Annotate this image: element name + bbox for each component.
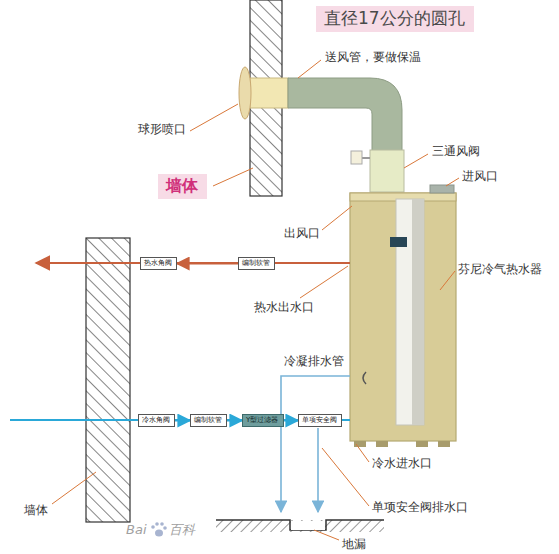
safety-drain-pipe — [317, 428, 319, 512]
leader-line — [322, 448, 369, 506]
leader-line — [314, 530, 339, 540]
valve-actuator — [351, 151, 362, 164]
wall-label: 墙体 — [24, 503, 48, 517]
node-text: Y型过滤器 — [246, 416, 280, 424]
ball-nozzle — [239, 67, 251, 119]
watermark: Bai — [126, 522, 147, 538]
part-label: 冷凝排水管 — [284, 354, 344, 368]
part-label: 地漏 — [342, 537, 366, 551]
wall-left-hatch — [86, 238, 130, 522]
paw-toe — [155, 522, 159, 526]
part-label: 热水出水口 — [254, 300, 314, 314]
three-way-valve — [370, 150, 404, 192]
leader-line — [440, 271, 455, 290]
filter-box: Y型过滤器 — [242, 414, 284, 427]
watermark-paw — [151, 522, 167, 536]
heater-body — [350, 193, 456, 441]
node-text: 编制软管 — [194, 416, 223, 424]
node-text: 冷水角阀 — [142, 416, 171, 424]
leader-line — [213, 168, 253, 186]
hole-note-band: 直径17公分的圆孔 — [316, 6, 474, 32]
part-label: 芬尼冷气热水器 — [458, 262, 542, 276]
leader-line — [322, 206, 352, 230]
part-label: 单项安全阀排水口 — [372, 500, 468, 514]
condensate-pipe — [281, 376, 350, 512]
air-duct — [288, 78, 402, 152]
node-text: 编制软管 — [242, 259, 271, 267]
pipe-connector — [177, 263, 238, 265]
hose-box: 编制软管 — [238, 257, 275, 270]
hose-box: 编制软管 — [190, 414, 227, 427]
part-label: 三通风阀 — [432, 144, 480, 158]
part-label: 球形喷口 — [138, 122, 186, 136]
node-text: 单项安全阀 — [302, 416, 338, 424]
node-text: 热水角阀 — [144, 259, 173, 267]
angle-valve-box: 冷水角阀 — [138, 414, 175, 427]
wall-left — [86, 238, 130, 522]
heater-display — [390, 237, 407, 247]
leader-line — [52, 472, 96, 504]
duct-label: 送风管，要做保温 — [325, 50, 421, 64]
heater-foot — [416, 441, 428, 447]
leader-line — [298, 60, 321, 78]
leader-lines — [52, 60, 459, 540]
heater-panel — [396, 199, 424, 425]
leader-line — [404, 154, 428, 168]
drain-pit — [291, 521, 325, 530]
leader-line — [300, 266, 348, 298]
duct-in-wall — [250, 78, 288, 108]
pipe-connector — [284, 420, 298, 422]
heater-foot — [376, 441, 388, 447]
heater-foot — [438, 441, 450, 447]
leader-line — [190, 104, 238, 131]
leader-line — [356, 444, 369, 462]
watermark: 百科 — [169, 522, 195, 538]
part-label: 出风口 — [284, 226, 320, 240]
node-text: 墙体 — [166, 176, 199, 197]
angle-valve-box: 热水角阀 — [140, 257, 177, 270]
heater-foot — [354, 441, 366, 447]
paw-toe — [163, 526, 167, 530]
part-label: 进风口 — [462, 169, 498, 183]
paw-pad — [155, 530, 163, 537]
pipe-connector — [175, 420, 190, 422]
wall-note-band: 墙体 — [158, 174, 207, 199]
condensate-fitting — [363, 372, 366, 384]
node-text: 直径17公分的圆孔 — [324, 8, 466, 29]
leader-line — [446, 178, 459, 186]
hot-water-pipe — [36, 262, 350, 264]
safety-valve-box: 单项安全阀 — [298, 414, 342, 427]
floor-drain — [216, 520, 384, 530]
heater-panel-shade — [412, 199, 424, 425]
paw-toe — [151, 525, 155, 529]
paw-toe — [160, 522, 164, 526]
part-label: 冷水进水口 — [372, 456, 432, 470]
air-inlet — [430, 185, 454, 193]
pipe-connector — [227, 420, 242, 422]
valve-stem — [362, 157, 370, 159]
floor-hatch — [216, 520, 384, 532]
